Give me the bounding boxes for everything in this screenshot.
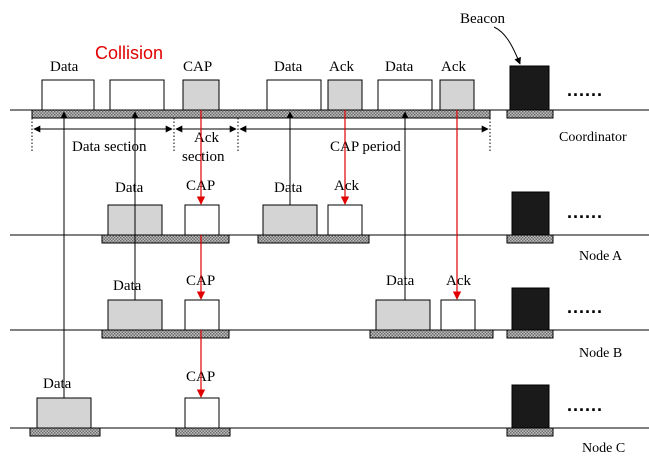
node-a-bar-2 bbox=[257, 234, 370, 244]
collision-label: Collision bbox=[95, 43, 163, 63]
node-a-data-label-1: Data bbox=[115, 180, 144, 196]
node-a-ack-label: Ack bbox=[334, 178, 359, 194]
coordinator-data-label-4: Data bbox=[385, 59, 414, 75]
coordinator-ack-slot-1 bbox=[327, 79, 363, 111]
coordinator-ack-label-1: Ack bbox=[329, 59, 354, 75]
node-c-beacon-bar bbox=[506, 427, 554, 437]
coordinator-ack-slot-2 bbox=[439, 79, 475, 111]
coordinator-data-slot-2 bbox=[109, 79, 165, 111]
downlink-arrows bbox=[196, 110, 462, 398]
node-b-data-slot-2 bbox=[375, 299, 431, 331]
coordinator-data-label-3: Data bbox=[274, 59, 303, 75]
data-section-label: Data section bbox=[72, 139, 147, 155]
node-a-timeline: Data CAP Data Ack ...... Node A bbox=[10, 178, 649, 264]
ack-section-label-line1: Ack bbox=[194, 130, 219, 146]
node-b-beacon-bar bbox=[506, 329, 554, 339]
node-b-bar-2 bbox=[369, 329, 494, 339]
coordinator-cap-slot bbox=[182, 79, 220, 111]
node-a-ack-slot bbox=[327, 204, 363, 236]
node-c-continuation-dots: ...... bbox=[567, 395, 603, 415]
node-c-data-slot bbox=[36, 397, 92, 429]
coordinator-ack-label-2: Ack bbox=[441, 59, 466, 75]
coordinator-beacon-box bbox=[509, 65, 550, 111]
node-b-bar-1 bbox=[101, 329, 230, 339]
coordinator-superframe-bar bbox=[31, 109, 491, 119]
cap-period-label: CAP period bbox=[330, 139, 401, 155]
node-b-timeline: Data CAP Data Ack ...... Node B bbox=[10, 273, 649, 361]
coordinator-data-slot-1 bbox=[41, 79, 95, 111]
node-b-data-slot-1 bbox=[107, 299, 163, 331]
ack-section-label-line2: section bbox=[182, 149, 225, 165]
node-b-ack-label: Ack bbox=[446, 273, 471, 289]
node-c-timeline: Data CAP ...... Node C bbox=[10, 369, 649, 456]
node-a-beacon-box bbox=[511, 191, 550, 236]
beacon-label: Beacon bbox=[460, 11, 505, 27]
node-b-cap-slot bbox=[184, 299, 220, 331]
node-a-continuation-dots: ...... bbox=[567, 202, 603, 222]
node-a-beacon-bar bbox=[506, 234, 554, 244]
node-a-data-label-2: Data bbox=[274, 180, 303, 196]
node-c-cap-slot bbox=[184, 397, 220, 429]
node-a-label: Node A bbox=[579, 249, 623, 264]
coordinator-continuation-dots: ...... bbox=[567, 80, 603, 100]
coordinator-data-slot-3 bbox=[266, 79, 322, 111]
node-b-label: Node B bbox=[579, 346, 622, 361]
node-b-data-label-2: Data bbox=[386, 273, 415, 289]
node-a-bar-1 bbox=[101, 234, 230, 244]
section-annotations: Data section Ack section CAP period bbox=[31, 118, 491, 165]
node-b-data-label-1: Data bbox=[113, 278, 142, 294]
node-c-beacon-box bbox=[511, 384, 550, 429]
coordinator-data-slot-4 bbox=[377, 79, 433, 111]
coordinator-label: Coordinator bbox=[559, 130, 627, 145]
node-a-data-slot-2 bbox=[262, 204, 318, 236]
node-c-data-label: Data bbox=[43, 376, 72, 392]
node-c-bar-1 bbox=[29, 427, 101, 437]
node-a-cap-slot bbox=[184, 204, 220, 236]
node-c-label: Node C bbox=[582, 441, 625, 456]
node-b-beacon-box bbox=[511, 287, 550, 331]
coordinator-beacon-bar bbox=[506, 109, 554, 119]
node-b-ack-slot bbox=[440, 299, 476, 331]
uplink-arrows bbox=[60, 111, 409, 398]
beacon-pointer-arrow bbox=[493, 26, 521, 65]
node-b-continuation-dots: ...... bbox=[567, 297, 603, 317]
node-c-bar-2 bbox=[175, 427, 231, 437]
coordinator-data-label-1: Data bbox=[50, 59, 79, 75]
coordinator-timeline: Data Collision CAP Data Ack Data Ack Bea… bbox=[10, 11, 649, 145]
coordinator-cap-label: CAP bbox=[183, 59, 212, 75]
